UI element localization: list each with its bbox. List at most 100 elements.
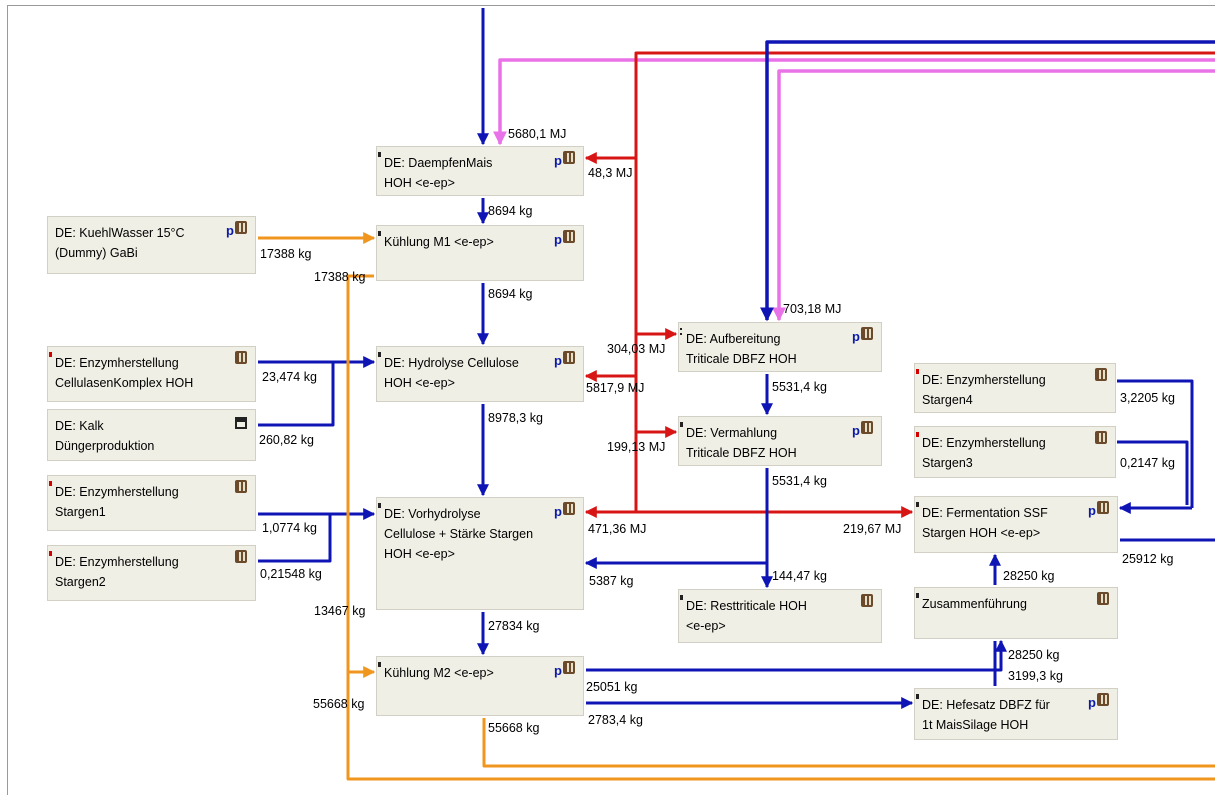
flow-label: 0,2147 kg (1120, 456, 1175, 470)
flow-label: 27834 kg (488, 619, 540, 633)
process-aufbereitung[interactable]: DE: Aufbereitung Triticale DBFZ HOH p (678, 322, 882, 372)
flow-label: 1,0774 kg (262, 521, 317, 535)
process-marker (680, 328, 682, 335)
flow-steam-daempfen (493, 58, 1215, 146)
factory-icon (235, 417, 247, 429)
flow-label: 8694 kg (488, 204, 533, 218)
process-gear-icon (563, 151, 575, 164)
process-gear-icon (861, 327, 873, 340)
process-gear-icon (563, 661, 575, 674)
process-gear-icon (235, 221, 247, 234)
flow-label: 13467 kg (314, 604, 366, 618)
process-label: DE: Enzymherstellung Stargen2 (55, 555, 179, 589)
flow-label: 144,47 kg (772, 569, 827, 583)
parameter-p-icon: p (554, 353, 562, 368)
flow-label: 25912 kg (1122, 552, 1174, 566)
flow-label: 703,18 MJ (783, 302, 842, 316)
process-resttriticale[interactable]: DE: Resttriticale HOH <e-ep> (678, 589, 882, 643)
flow-label: 8978,3 kg (488, 411, 543, 425)
process-gear-icon (235, 351, 247, 364)
process-label: DE: Aufbereitung Triticale DBFZ HOH (686, 332, 797, 366)
flow-label: 8694 kg (488, 287, 533, 301)
diagram-canvas (7, 5, 1215, 795)
process-label: DE: Fermentation SSF Stargen HOH <e-ep> (922, 506, 1048, 540)
process-vorhydrolyse[interactable]: DE: Vorhydrolyse Cellulose + Stärke Star… (376, 497, 584, 610)
process-label: DE: Enzymherstellung Stargen4 (922, 373, 1046, 407)
process-gear-icon (1097, 693, 1109, 706)
process-daempfenmais[interactable]: DE: DaempfenMais HOH <e-ep> p (376, 146, 584, 196)
flow-stargen2 (258, 514, 332, 563)
process-gear-icon (1095, 368, 1107, 381)
flow-label: 55668 kg (313, 697, 365, 711)
process-label: DE: Resttriticale HOH <e-ep> (686, 599, 807, 633)
process-label: DE: DaempfenMais HOH <e-ep> (384, 156, 493, 190)
process-label: DE: Vorhydrolyse Cellulose + Stärke Star… (384, 507, 534, 561)
process-fermentation[interactable]: DE: Fermentation SSF Stargen HOH <e-ep> … (914, 496, 1118, 553)
process-hydrolyse-cellulose[interactable]: DE: Hydrolyse Cellulose HOH <e-ep> p (376, 346, 584, 402)
process-enzym-stargen1[interactable]: DE: Enzymherstellung Stargen1 (47, 475, 256, 531)
process-marker (49, 551, 52, 556)
process-gear-icon (563, 230, 575, 243)
flow-stargen4 (1117, 379, 1194, 508)
process-vermahlung[interactable]: DE: Vermahlung Triticale DBFZ HOH p (678, 416, 882, 466)
process-marker (680, 422, 683, 427)
process-label: DE: Vermahlung Triticale DBFZ HOH (686, 426, 797, 460)
process-gear-icon (861, 594, 873, 607)
parameter-p-icon: p (852, 423, 860, 438)
parameter-p-icon: p (226, 223, 234, 238)
flow-label: 25051 kg (586, 680, 638, 694)
process-marker (378, 231, 381, 236)
process-gear-icon (1097, 501, 1109, 514)
process-zusammenfuehrung[interactable]: Zusammenführung (914, 587, 1118, 639)
process-marker (916, 369, 919, 374)
flow-label: 219,67 MJ (843, 522, 902, 536)
process-hefesatz[interactable]: DE: Hefesatz DBFZ für 1t MaisSilage HOH … (914, 688, 1118, 740)
flow-label: 55668 kg (488, 721, 540, 735)
flow-label: 260,82 kg (259, 433, 314, 447)
flow-label: 28250 kg (1003, 569, 1055, 583)
process-label: DE: KuehlWasser 15°C (Dummy) GaBi (55, 226, 185, 260)
parameter-p-icon: p (554, 663, 562, 678)
parameter-p-icon: p (554, 232, 562, 247)
process-gear-icon (1095, 431, 1107, 444)
process-marker (916, 432, 919, 437)
process-marker (378, 152, 381, 157)
parameter-p-icon: p (1088, 695, 1096, 710)
process-label: DE: Enzymherstellung Stargen3 (922, 436, 1046, 470)
flow-label: 5387 kg (589, 574, 634, 588)
process-marker (49, 481, 52, 486)
flow-label: 199,13 MJ (607, 440, 666, 454)
flow-label: 48,3 MJ (588, 166, 633, 180)
flow-water-bottom (346, 672, 1215, 781)
process-label: DE: Hydrolyse Cellulose HOH <e-ep> (384, 356, 519, 390)
process-enzym-stargen4[interactable]: DE: Enzymherstellung Stargen4 (914, 363, 1116, 413)
flow-energy-trunk (634, 51, 1215, 512)
flow-stargen3 (1117, 440, 1189, 505)
process-kuehlung-m2[interactable]: Kühlung M2 <e-ep> p (376, 656, 584, 716)
flow-label: 0,21548 kg (260, 567, 322, 581)
flow-label: 17388 kg (260, 247, 312, 261)
process-kuehlung-m1[interactable]: Kühlung M1 <e-ep> p (376, 225, 584, 281)
process-label: DE: Enzymherstellung CellulasenKomplex H… (55, 356, 194, 390)
process-marker (378, 503, 381, 508)
process-enzym-stargen3[interactable]: DE: Enzymherstellung Stargen3 (914, 426, 1116, 478)
process-marker (49, 352, 52, 357)
process-kuehlwasser[interactable]: DE: KuehlWasser 15°C (Dummy) GaBi p (47, 216, 256, 274)
flow-kalk (258, 362, 335, 427)
process-gear-icon (1097, 592, 1109, 605)
process-label: Zusammenführung (922, 597, 1027, 611)
process-gear-icon (861, 421, 873, 434)
process-kalk[interactable]: DE: Kalk Düngerproduktion (47, 409, 256, 461)
flow-label: 5680,1 MJ (508, 127, 567, 141)
process-enzym-cellulasen[interactable]: DE: Enzymherstellung CellulasenKomplex H… (47, 346, 256, 402)
parameter-p-icon: p (554, 504, 562, 519)
parameter-p-icon: p (554, 153, 562, 168)
flow-label: 5531,4 kg (772, 380, 827, 394)
process-label: Kühlung M2 <e-ep> (384, 666, 494, 680)
flow-water-m1-m2 (346, 274, 376, 678)
process-enzym-stargen2[interactable]: DE: Enzymherstellung Stargen2 (47, 545, 256, 601)
flow-label: 5817,9 MJ (586, 381, 645, 395)
process-marker (916, 593, 919, 598)
flow-input-aufbereitung (760, 40, 1215, 322)
